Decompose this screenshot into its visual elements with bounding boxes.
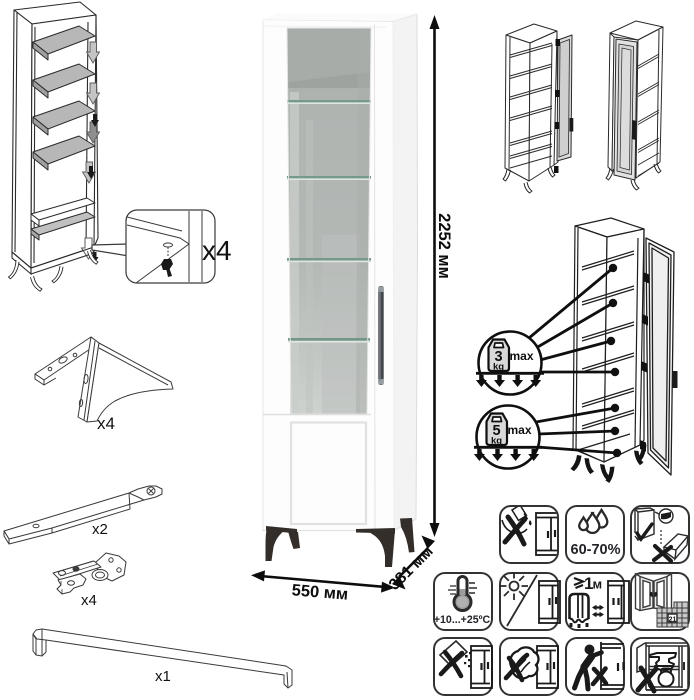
svg-text:+10...+25ºC: +10...+25ºC [434,614,491,626]
svg-text:x2: x2 [92,521,108,538]
svg-text:м: м [593,577,603,592]
svg-text:1: 1 [584,574,593,593]
svg-text:x1: x1 [155,668,171,685]
svg-text:21: 21 [669,617,677,624]
svg-text:x4: x4 [97,414,115,433]
svg-text:kg: kg [491,436,502,447]
svg-text:2252 мм: 2252 мм [435,213,453,279]
svg-text:x4: x4 [202,235,232,266]
svg-text:max: max [509,349,533,363]
svg-text:3: 3 [494,349,502,365]
svg-text:60-70%: 60-70% [571,542,621,558]
svg-text:5: 5 [492,423,500,439]
svg-text:max: max [507,423,531,437]
svg-text:kg: kg [493,362,504,373]
svg-text:550 мм: 550 мм [291,581,349,603]
svg-text:x4: x4 [81,592,97,609]
